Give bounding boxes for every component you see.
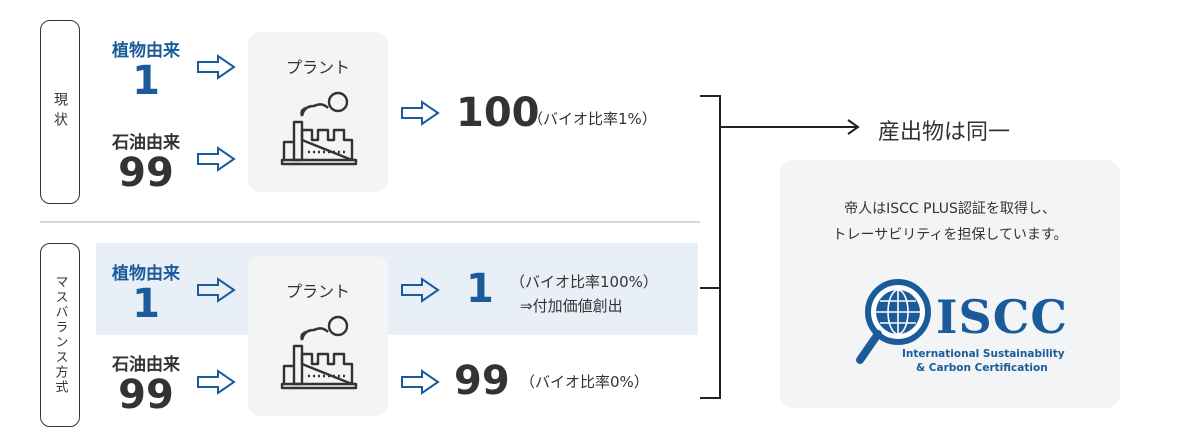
bio-highlight-row <box>96 243 698 335</box>
section-massbalance-box: マスバランス方式 <box>40 243 80 427</box>
plant-label: プラント <box>285 282 350 301</box>
current-plant-based-label: 植物由来 <box>112 41 180 61</box>
section-current-label: 現状 <box>52 92 68 132</box>
section-current-box: 現状 <box>40 20 80 204</box>
mb-plant-based-value: 1 <box>132 281 160 327</box>
arrow-right-outline-icon <box>197 146 236 172</box>
plant-box-massbalance: プラント <box>248 256 388 416</box>
arrow-right-outline-icon <box>197 369 236 395</box>
mb-output1-note-line2: ⇒付加価値創出 <box>520 297 623 315</box>
arrow-right-outline-icon <box>401 369 440 395</box>
mb-output1-value: 1 <box>466 266 494 312</box>
iscc-logo-text: ISCC <box>936 290 1068 344</box>
plant-label: プラント <box>285 58 350 77</box>
mb-output1-note-line1: （バイオ比率100%） <box>510 273 658 291</box>
iscc-description-line1: 帝人はISCC PLUS認証を取得し、 <box>844 201 1056 217</box>
arrow-right-outline-icon <box>197 277 236 303</box>
arrow-right-outline-icon <box>401 100 440 126</box>
mb-plant-based-label: 植物由来 <box>112 264 180 284</box>
plant-box-current: プラント <box>248 32 388 192</box>
current-plant-based-value: 1 <box>132 58 160 104</box>
current-output-note: （バイオ比率1%） <box>528 110 657 128</box>
section-massbalance-label: マスバランス方式 <box>52 275 68 395</box>
iscc-logo-sub1: International Sustainability <box>902 348 1065 360</box>
iscc-panel: 帝人はISCC PLUS認証を取得し、 トレーサビリティを担保しています。 IS… <box>780 160 1120 408</box>
mb-petroleum-label: 石油由来 <box>112 355 180 375</box>
bracket-connector <box>700 95 860 399</box>
arrow-right-outline-icon <box>197 54 236 80</box>
arrow-right-outline-icon <box>401 277 440 303</box>
mb-output2-value: 99 <box>454 358 510 404</box>
current-petroleum-value: 99 <box>118 150 174 196</box>
factory-icon <box>280 315 358 390</box>
mb-output2-note: （バイオ比率0%） <box>520 373 649 391</box>
section-divider <box>40 221 700 223</box>
iscc-description-line2: トレーサビリティを担保しています。 <box>832 227 1068 243</box>
iscc-logo-sub2: & Carbon Certification <box>916 362 1048 374</box>
factory-icon <box>280 91 358 166</box>
current-petroleum-label: 石油由来 <box>112 133 180 153</box>
mb-petroleum-value: 99 <box>118 372 174 418</box>
result-label: 産出物は同一 <box>878 120 1011 145</box>
globe-magnifier-icon <box>856 279 931 364</box>
current-output-value: 100 <box>456 90 540 136</box>
